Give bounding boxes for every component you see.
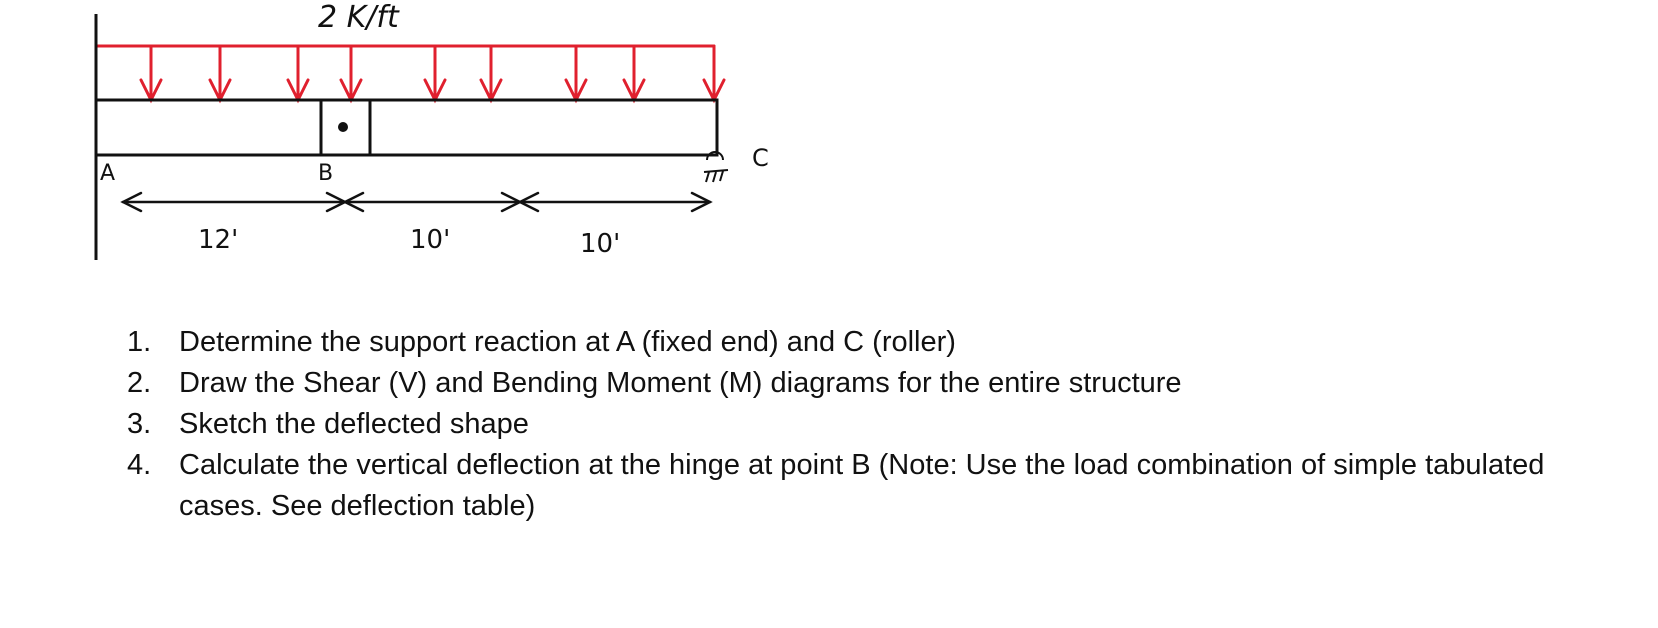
dimension-lines bbox=[120, 191, 713, 213]
roller-support bbox=[703, 151, 729, 183]
beam bbox=[94, 98, 719, 157]
load-arrow bbox=[702, 44, 726, 104]
load-arrow bbox=[622, 44, 646, 104]
question-text: Determine the support reaction at A (fix… bbox=[179, 326, 956, 358]
load-arrow bbox=[479, 44, 503, 104]
dimension-label-ab: 12' bbox=[198, 225, 238, 255]
question-number: 2. bbox=[127, 367, 152, 399]
dimension-arrow-ab bbox=[120, 191, 348, 213]
question-number: 1. bbox=[127, 326, 152, 358]
question-list: 1. Determine the support reaction at A (… bbox=[127, 322, 1627, 527]
load-arrow bbox=[423, 44, 447, 104]
load-arrow bbox=[339, 44, 363, 104]
question-text: Draw the Shear (V) and Bending Moment (M… bbox=[179, 367, 1182, 399]
question-number: 4. bbox=[127, 449, 152, 481]
point-label-c: C bbox=[752, 144, 769, 172]
question-item: 1. Determine the support reaction at A (… bbox=[127, 322, 1627, 363]
load-arrow bbox=[139, 44, 163, 104]
dimension-label-mid-c: 10' bbox=[580, 229, 620, 259]
load-label: 2 K/ft bbox=[318, 0, 400, 35]
question-text: Calculate the vertical deflection at the… bbox=[179, 449, 1545, 522]
point-label-a: A bbox=[100, 161, 115, 186]
hinge-pin bbox=[338, 122, 348, 132]
dimension-arrow-mid-c bbox=[517, 191, 713, 213]
dimension-arrow-b-mid bbox=[342, 191, 523, 213]
dimension-label-b-mid: 10' bbox=[410, 225, 450, 255]
question-number: 3. bbox=[127, 408, 152, 440]
point-label-b: B bbox=[318, 161, 333, 186]
question-item: 3. Sketch the deflected shape bbox=[127, 404, 1627, 445]
beam-segment-bc bbox=[368, 98, 719, 157]
load-arrow bbox=[208, 44, 232, 104]
question-text: Sketch the deflected shape bbox=[179, 408, 529, 440]
beam-diagram: 2 K/ft bbox=[94, 0, 769, 260]
load-arrow bbox=[286, 44, 310, 104]
distributed-load bbox=[94, 44, 726, 104]
question-item: 4. Calculate the vertical deflection at … bbox=[127, 445, 1627, 527]
load-arrow bbox=[564, 44, 588, 104]
beam-segment-ab bbox=[94, 98, 323, 157]
question-item: 2. Draw the Shear (V) and Bending Moment… bbox=[127, 363, 1627, 404]
